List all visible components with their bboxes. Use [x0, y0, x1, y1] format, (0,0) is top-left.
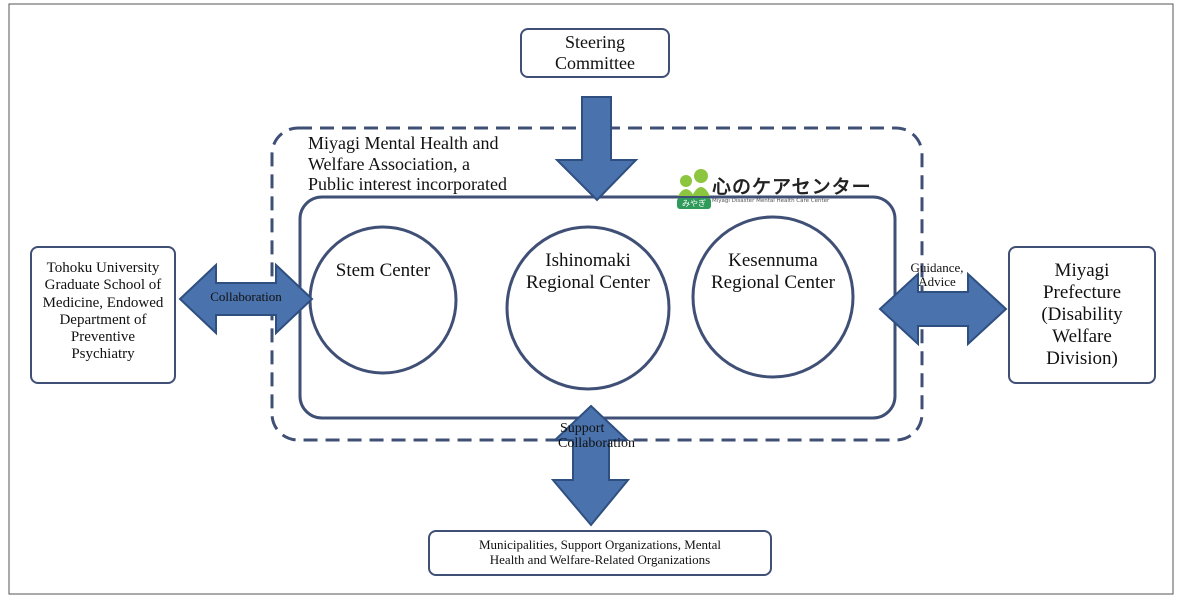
tohoku-line6: Psychiatry: [71, 346, 135, 363]
ishinomaki-line1: Ishinomaki: [545, 250, 631, 271]
steering-line1: Steering: [565, 32, 625, 53]
prefecture-line3: (Disability: [1041, 304, 1123, 326]
prefecture-line1: Miyagi: [1054, 260, 1110, 282]
association-line2: Welfare Association, a: [308, 153, 470, 174]
tohoku-line1: Tohoku University: [46, 260, 160, 276]
association-line3: Public interest incorporated: [308, 174, 507, 195]
guidance-double-arrow: [878, 271, 1008, 347]
guidance-line2: Advice: [918, 274, 956, 290]
steering-down-arrow: [554, 96, 639, 202]
logo-sub-text: Miyagi Disaster Mental Health Care Cente…: [712, 198, 830, 204]
steering-line2: Committee: [555, 53, 635, 73]
stem-center-line1: Stem Center: [335, 260, 431, 281]
collaboration-double-arrow: [178, 262, 314, 336]
municipalities-box: Municipalities, Support Organizations, M…: [428, 530, 772, 576]
collaboration-label: Collaboration: [210, 289, 282, 304]
municipalities-line2: Health and Welfare-Related Organizations: [489, 552, 711, 567]
outer-border: [8, 3, 1174, 595]
kesennuma-circle: [691, 215, 855, 379]
association-label: Miyagi Mental Health and Welfare Associa…: [308, 133, 507, 195]
association-line1: Miyagi Mental Health and: [308, 133, 499, 153]
municipalities-line1: Municipalities, Support Organizations, M…: [478, 537, 722, 553]
ishinomaki-circle: [505, 225, 671, 391]
prefecture-line2: Prefecture: [1042, 282, 1122, 304]
steering-committee-box: Steering Committee: [520, 28, 670, 78]
stem-center-label: Stem Center: [323, 260, 443, 282]
support-line1: Support: [560, 421, 605, 436]
support-double-arrow: [550, 404, 631, 527]
prefecture-line4: Welfare: [1052, 325, 1112, 347]
tohoku-university-box: Tohoku University Graduate School of Med…: [30, 246, 176, 384]
care-center-logo: 心のケアセンター Miyagi Disaster Mental Health C…: [712, 176, 872, 205]
guidance-label: Guidance, Advice: [897, 260, 977, 290]
care-center-logo-icon: [677, 169, 711, 209]
support-label: Support Collaboration: [548, 421, 666, 452]
prefecture-line5: Division): [1046, 347, 1118, 369]
kesennuma-center-label: Kesennuma Regional Center: [698, 250, 848, 294]
stem-center-circle: [308, 225, 458, 375]
ishinomaki-line2: Regional Center: [526, 271, 650, 293]
ishinomaki-center-label: Ishinomaki Regional Center: [513, 250, 663, 294]
logo-badge-text: みやぎ: [682, 199, 706, 208]
tohoku-line3: Medicine, Endowed: [42, 294, 164, 311]
support-line2: Collaboration: [558, 436, 635, 452]
tohoku-line2: Graduate School of: [44, 277, 162, 294]
tohoku-line4: Department of: [59, 311, 147, 328]
logo-jp-text: 心のケアセンター: [712, 176, 872, 198]
kesennuma-line1: Kesennuma: [728, 250, 818, 271]
miyagi-prefecture-box: Miyagi Prefecture (Disability Welfare Di…: [1008, 246, 1156, 384]
kesennuma-line2: Regional Center: [711, 271, 835, 293]
guidance-line1: Guidance,: [910, 260, 964, 275]
tohoku-line5: Preventive: [70, 329, 136, 345]
